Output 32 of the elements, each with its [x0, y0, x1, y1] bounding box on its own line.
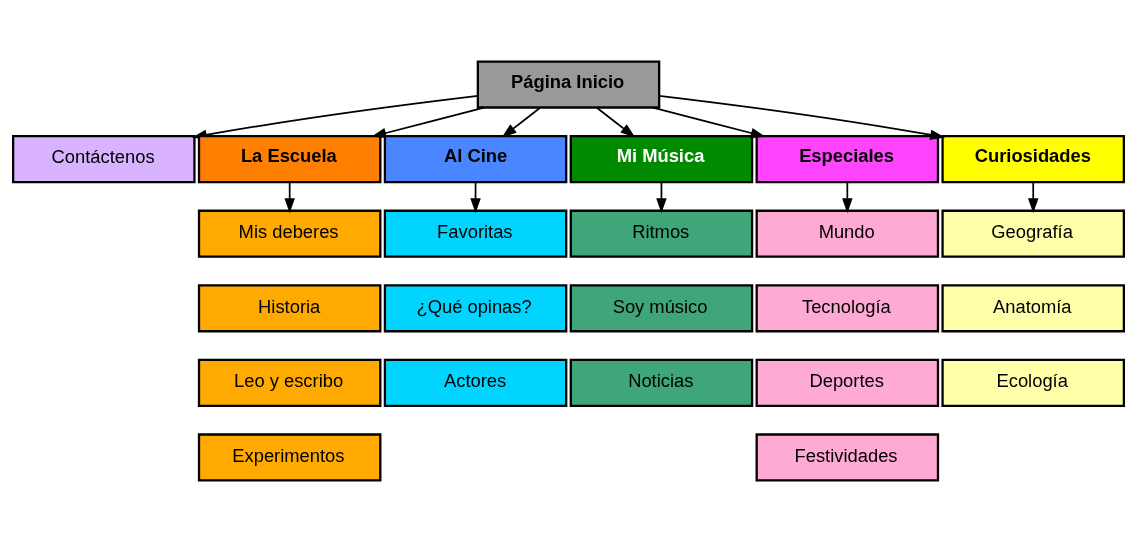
node-box: Experimentos	[197, 432, 382, 482]
node-box: Historia	[197, 283, 382, 332]
node-box: ¿Qué opinas?	[383, 283, 568, 332]
node-box: Al Cine	[383, 134, 568, 183]
arrow	[596, 106, 636, 138]
arrow	[501, 106, 541, 138]
node-box: Curiosidades	[941, 134, 1125, 183]
node-box: Ecología	[941, 358, 1125, 407]
node-box: Actores	[383, 358, 568, 407]
node-box: La Escuela	[197, 134, 382, 183]
arrow	[652, 106, 766, 138]
node-box: Deportes	[755, 358, 940, 407]
arrow	[658, 94, 946, 140]
node-box: Noticias	[569, 358, 754, 407]
arrow	[842, 181, 853, 213]
arrow	[1028, 181, 1039, 213]
node-box: Mis deberes	[197, 209, 382, 258]
arrow	[284, 181, 295, 213]
node-box: Tecnología	[755, 283, 940, 332]
node-box: Geografía	[941, 209, 1125, 258]
node-box: Mundo	[755, 209, 940, 258]
node-box: Ritmos	[569, 209, 754, 258]
node-box: Página Inicio	[476, 59, 661, 109]
node-box: Festividades	[755, 432, 940, 482]
arrow	[371, 106, 485, 138]
node-box: Contáctenos	[12, 134, 196, 183]
node-box: Favoritas	[383, 209, 568, 258]
node-box: Especiales	[755, 134, 940, 183]
node-box: Soy músico	[569, 283, 754, 332]
node-box: Leo y escribo	[197, 358, 382, 407]
node-box: Mi Música	[569, 134, 754, 183]
node-box: Anatomía	[941, 283, 1125, 332]
